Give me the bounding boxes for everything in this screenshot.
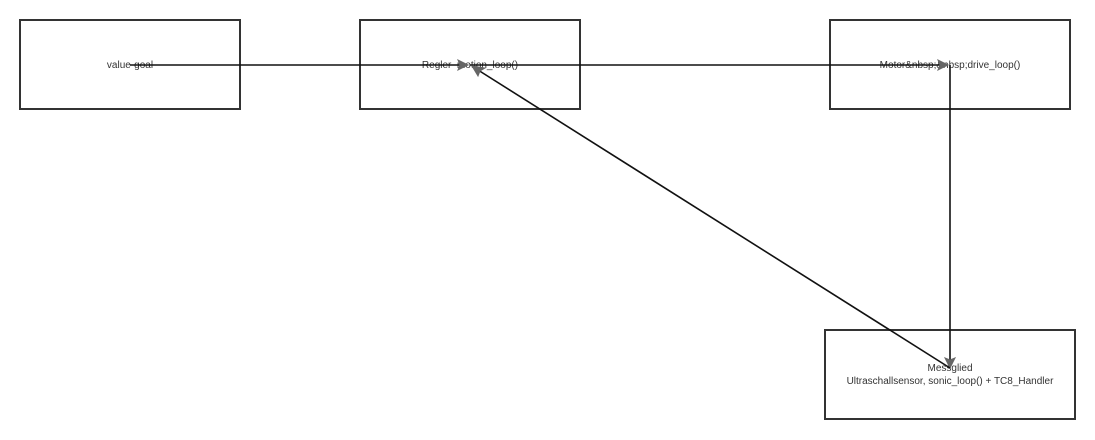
arrowhead-regler-diagonal [471,65,487,78]
node-messglied-subtitle: Ultraschallsensor, sonic_loop() + TC8_Ha… [847,376,1055,387]
arrowhead-regler-right [457,58,470,72]
arrowhead-motor-right [937,58,950,72]
arrowhead-messglied-down [943,357,957,370]
node-messglied[interactable]: Messglied Ultraschallsensor, sonic_loop(… [824,329,1076,420]
edge-messglied-to-regler [477,69,951,369]
